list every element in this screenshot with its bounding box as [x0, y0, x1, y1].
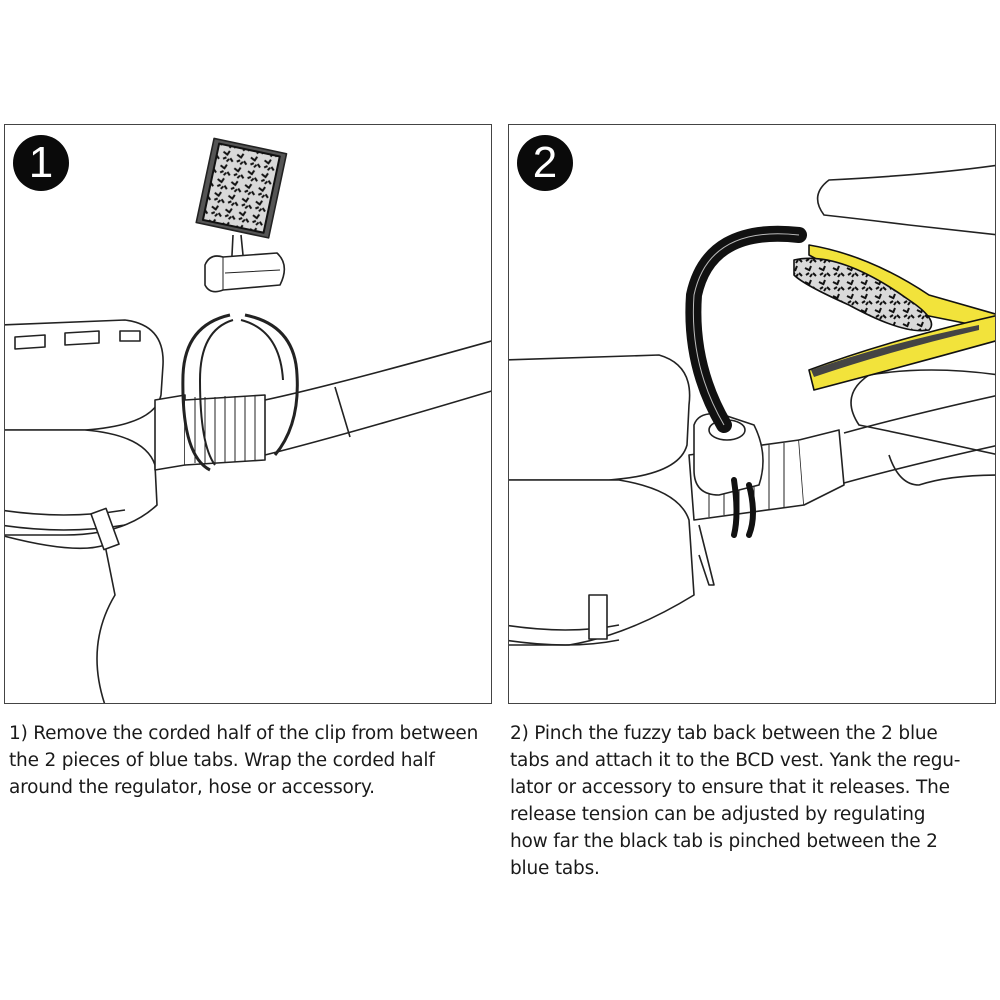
fuzzy-tab — [201, 142, 281, 234]
step-2-illustration — [509, 164, 995, 646]
zip-tie-head — [90, 507, 120, 551]
hose-outline — [843, 395, 995, 484]
step-1-caption: 1) Remove the corded half of the clip fr… — [9, 720, 497, 801]
hook-strip — [811, 325, 979, 377]
caption-line: lator or accessory to ensure that it rel… — [510, 777, 950, 798]
finger-lower — [888, 454, 995, 486]
cord-loop-outer — [181, 313, 299, 472]
caption-line: around the regulator, hose or accessory. — [9, 777, 375, 798]
regulator-vents — [14, 330, 141, 350]
caption-line: tabs and attach it to the BCD vest. Yank… — [510, 750, 961, 771]
hose-nut — [798, 429, 845, 506]
zip-tie-head — [588, 594, 608, 640]
step-1-illustration-panel: 1 — [4, 124, 492, 704]
regulator-band — [509, 624, 620, 646]
cord-loop-inner — [199, 319, 284, 466]
step-2-caption: 2) Pinch the fuzzy tab back between the … — [510, 720, 990, 882]
hose-outline — [264, 340, 491, 456]
regulator-body-lower — [5, 535, 116, 703]
caption-line: the 2 pieces of blue tabs. Wrap the cord… — [9, 750, 435, 771]
step-2-number-badge: 2 — [517, 135, 573, 191]
cord-ends — [731, 477, 756, 538]
caption-line: 1) Remove the corded half of the clip fr… — [9, 723, 479, 744]
caption-line: release tension can be adjusted by regul… — [510, 804, 926, 825]
black-cord — [685, 225, 807, 433]
fuzzy-tab — [793, 257, 933, 332]
regulator-body-middle — [5, 429, 158, 536]
regulator-body-top — [509, 354, 691, 481]
caption-line: how far the black tab is pinched between… — [510, 831, 938, 852]
caption-line: 2) Pinch the fuzzy tab back between the … — [510, 723, 938, 744]
step-1-number-badge: 1 — [13, 135, 69, 191]
step-1-illustration — [5, 137, 491, 703]
thumb — [816, 164, 995, 236]
step-2-illustration-panel: 2 — [508, 124, 996, 704]
hose-ferrule-line — [334, 386, 351, 438]
caption-line: blue tabs. — [510, 858, 600, 879]
hose-nut — [154, 394, 186, 471]
